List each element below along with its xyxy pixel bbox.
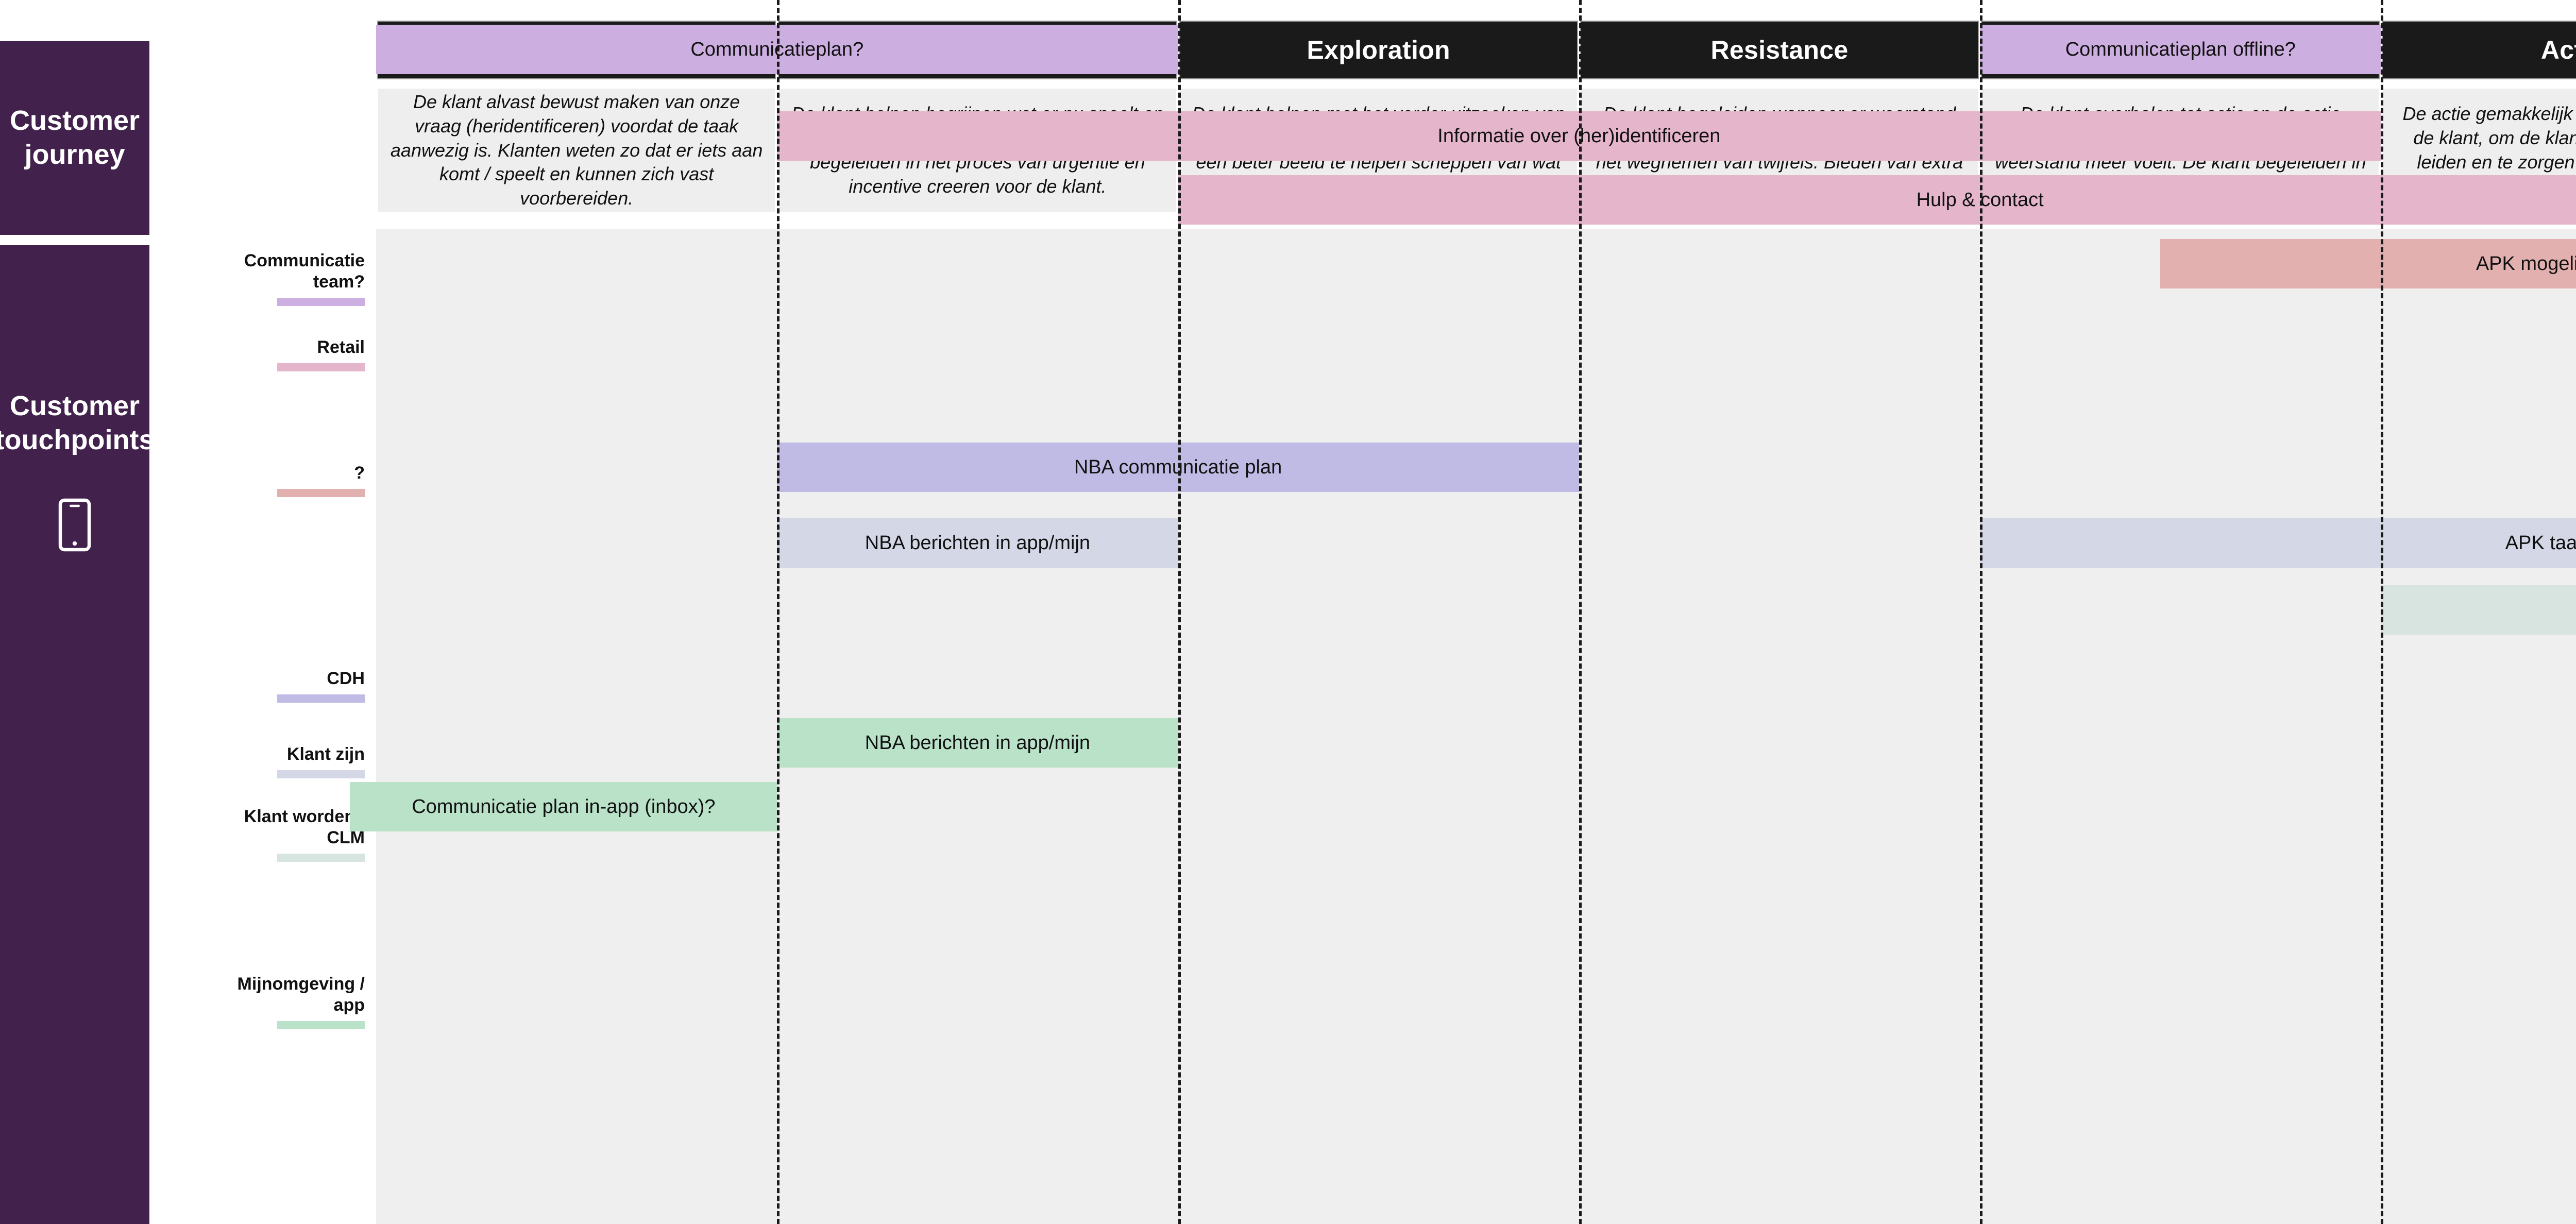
swimlane-label-line: Klant zijn <box>286 744 365 764</box>
swimlane-label-retail: Retail <box>317 337 365 358</box>
swimlane-label-line: app <box>333 995 365 1015</box>
journey-bar-heridentificatie-flow[interactable]: Heridentificatie flow <box>2381 585 2576 635</box>
swimlane-label-line: CLM <box>327 827 365 847</box>
journey-bar-apk-mogelijkheden-offline[interactable]: APK mogelijkheden offline (winkel / advi… <box>2160 239 2576 288</box>
plot-background <box>376 229 2576 1224</box>
swimlane-color-swatch-retail <box>277 363 365 371</box>
phase-description-text: De klant alvast bewust maken van onze vr… <box>390 91 763 209</box>
swimlane-label-line: ? <box>354 463 365 483</box>
journey-bar-label: APK taak & uitleg <box>2505 532 2576 554</box>
phase-divider-3 <box>1579 0 1582 1224</box>
swimlane-label-line: Communicatie <box>244 251 365 270</box>
phase-header-label: Action <box>2540 36 2576 64</box>
journey-bar-label: NBA communicatie plan <box>1074 456 1282 478</box>
phase-divider-4 <box>1980 0 1983 1224</box>
mobile-phone-icon <box>58 498 91 554</box>
swimlane-label-line: Retail <box>317 337 365 357</box>
swimlane-color-swatch-communicatie-team <box>277 298 365 306</box>
journey-bar-hulp-contact[interactable]: Hulp & contact <box>1178 175 2576 225</box>
swimlane-label-mijnomgeving-app: Mijnomgeving /app <box>238 974 365 1016</box>
journey-bar-nba-berichten-app-mijn-1[interactable]: NBA berichten in app/mijn <box>777 518 1178 568</box>
swimlane-label-klant-worden-clm: Klant worden /CLM <box>244 806 365 848</box>
swimlane-label-line: team? <box>313 271 365 292</box>
swimlane-label-line: Klant worden / <box>244 807 365 826</box>
journey-bar-label: Communicatieplan offline? <box>2065 38 2296 60</box>
phase-header-label: Resistance <box>1710 36 1849 64</box>
journey-bar-communicatieplan-offline[interactable]: Communicatieplan offline? <box>1980 25 2381 74</box>
swimlane-label-line: Mijnomgeving / <box>237 974 365 994</box>
swimlane-label-line: CDH <box>327 669 365 688</box>
phase-header-label: Exploration <box>1307 36 1450 64</box>
phase-header-exploration[interactable]: Exploration <box>1180 22 1577 78</box>
journey-bar-nba-berichten-app-mijn-2[interactable]: NBA berichten in app/mijn <box>777 718 1178 768</box>
journey-bar-communicatie-plan-in-app[interactable]: Communicatie plan in-app (inbox)? <box>350 782 777 831</box>
journey-bar-label: NBA berichten in app/mijn <box>865 732 1091 754</box>
swimlane-label-unknown: ? <box>354 463 365 484</box>
swimlane-color-swatch-klant-zijn <box>277 770 365 778</box>
journey-board: AwarenessAttentionExplorationResistanceA… <box>350 0 2576 1224</box>
journey-bar-label: Hulp & contact <box>1916 189 2044 211</box>
phase-divider-1 <box>777 0 780 1224</box>
swimlane-label-klant-zijn: Klant zijn <box>287 744 365 765</box>
phase-divider-2 <box>1178 0 1181 1224</box>
phase-header-resistance[interactable]: Resistance <box>1581 22 1978 78</box>
phase-header-action[interactable]: Action <box>2383 22 2576 78</box>
journey-bar-apk-taak-uitleg[interactable]: APK taak & uitleg <box>1980 518 2576 568</box>
swimlane-color-swatch-mijnomgeving-app <box>277 1021 365 1029</box>
swimlane-color-swatch-klant-worden-clm <box>277 854 365 862</box>
phase-description-awareness: De klant alvast bewust maken van onze vr… <box>378 89 775 212</box>
journey-bar-label: NBA berichten in app/mijn <box>865 532 1091 554</box>
swimlane-color-swatch-unknown <box>277 489 365 497</box>
journey-bar-label: APK mogelijkheden offline (winkel / advi… <box>2476 252 2576 275</box>
swimlane-label-cdh: CDH <box>327 668 365 689</box>
phase-divider-5 <box>2381 0 2384 1224</box>
journey-bar-label: Communicatie plan in-app (inbox)? <box>412 795 716 818</box>
swimlane-color-swatch-cdh <box>277 694 365 703</box>
